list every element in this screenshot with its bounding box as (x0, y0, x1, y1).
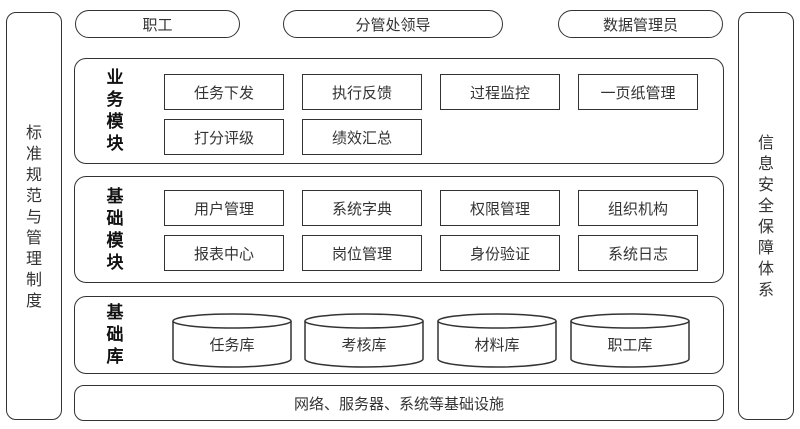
module-label: 报表中心 (193, 244, 254, 263)
module-organization: 组织机构 (578, 190, 698, 226)
module-label: 身份验证 (469, 244, 530, 263)
module-task-dispatch: 任务下发 (164, 74, 284, 110)
standards-panel-label: 标准规范与管理制度 (25, 122, 42, 310)
module-system-dictionary: 系统字典 (302, 190, 422, 226)
module-label: 绩效汇总 (331, 128, 392, 147)
module-label: 用户管理 (193, 199, 254, 218)
module-label: 权限管理 (469, 199, 530, 218)
database-cylinder (304, 313, 424, 368)
module-label: 组织机构 (607, 199, 668, 218)
infrastructure-bar: 网络、服务器、系统等基础设施 (74, 385, 724, 421)
module-label: 系统日志 (607, 244, 668, 263)
database-cylinder (172, 313, 292, 368)
module-one-page-management: 一页纸管理 (578, 74, 698, 110)
role-staff: 职工 (75, 10, 240, 38)
database-cylinder (570, 313, 690, 368)
module-label: 岗位管理 (331, 244, 392, 263)
role-data-admin-label: 数据管理员 (602, 15, 678, 34)
module-position-management: 岗位管理 (302, 235, 422, 271)
module-label: 执行反馈 (331, 83, 392, 102)
module-label: 系统字典 (331, 199, 392, 218)
security-panel-label: 信息安全保障体系 (757, 133, 774, 299)
infrastructure-label: 网络、服务器、系统等基础设施 (293, 394, 504, 413)
module-user-management: 用户管理 (164, 190, 284, 226)
module-label: 一页纸管理 (600, 83, 676, 102)
module-identity-verification: 身份验证 (440, 235, 560, 271)
business-section-label: 业务模块 (106, 68, 124, 154)
role-division-leader: 分管处领导 (283, 10, 503, 38)
role-staff-label: 职工 (142, 15, 173, 34)
module-permission-management: 权限管理 (440, 190, 560, 226)
role-data-admin: 数据管理员 (558, 10, 723, 38)
database-section-title: 基础库 (106, 303, 124, 367)
module-report-center: 报表中心 (164, 235, 284, 271)
module-process-monitor: 过程监控 (440, 74, 560, 110)
role-division-leader-label: 分管处领导 (355, 15, 431, 34)
security-panel: 信息安全保障体系 (738, 12, 794, 420)
module-scoring: 打分评级 (164, 119, 284, 155)
module-performance-summary: 绩效汇总 (302, 119, 422, 155)
module-execution-feedback: 执行反馈 (302, 74, 422, 110)
module-system-log: 系统日志 (578, 235, 698, 271)
module-label: 过程监控 (469, 83, 530, 102)
module-label: 任务下发 (193, 83, 254, 102)
module-label: 打分评级 (193, 128, 254, 147)
database-cylinder (437, 313, 557, 368)
base-section-label: 基础模块 (106, 187, 124, 273)
standards-panel: 标准规范与管理制度 (6, 12, 62, 420)
